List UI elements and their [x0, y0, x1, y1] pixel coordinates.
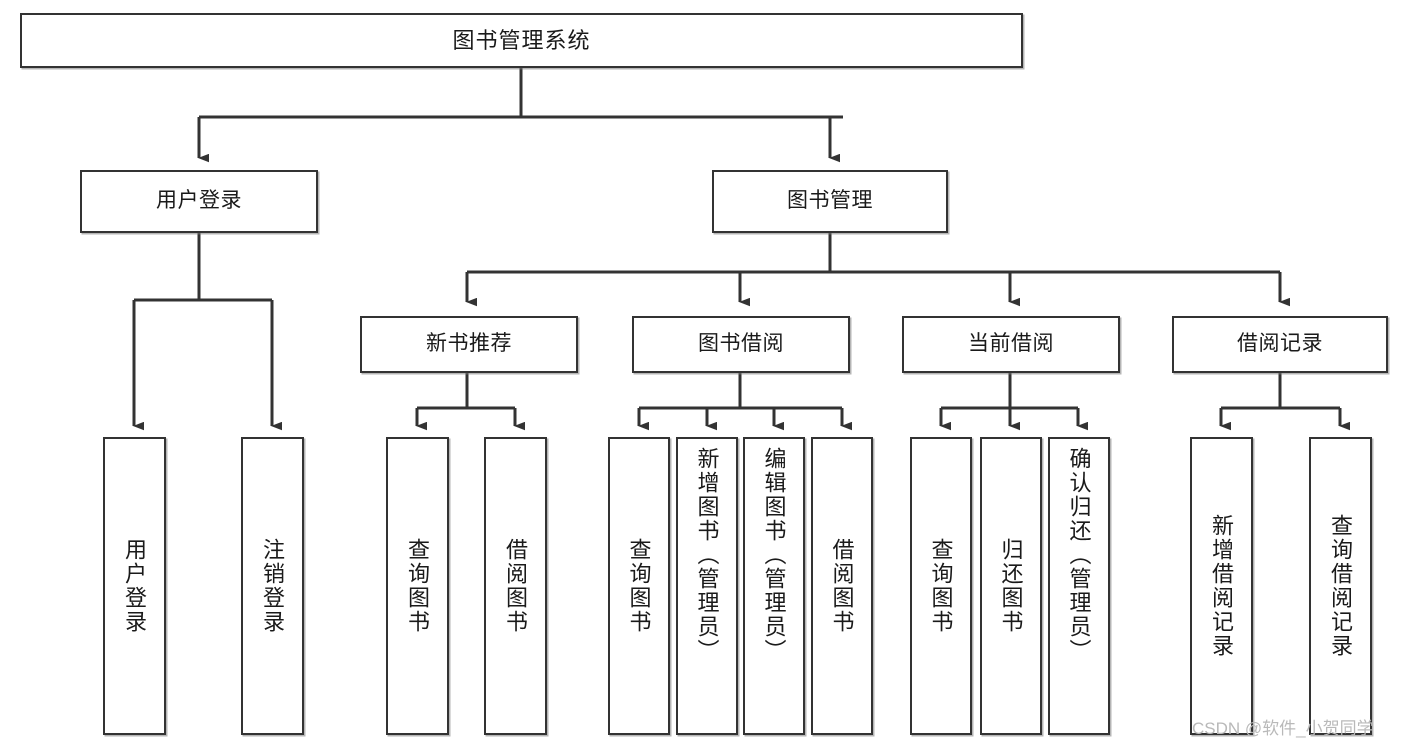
node-book-management[interactable]: 图书管理 — [712, 170, 948, 233]
node-label: 新增借阅记录 — [1209, 514, 1235, 658]
leaf-new-book-borrow[interactable]: 借阅图书 — [484, 437, 547, 735]
node-borrow-records[interactable]: 借阅记录 — [1172, 316, 1388, 373]
node-user-login[interactable]: 用户登录 — [80, 170, 318, 233]
node-book-borrow[interactable]: 图书借阅 — [632, 316, 850, 373]
node-label: 查询图书 — [928, 538, 954, 634]
node-label: 新书推荐 — [426, 332, 512, 356]
leaf-current-query-book[interactable]: 查询图书 — [910, 437, 972, 735]
node-label: 归还图书 — [998, 538, 1024, 634]
node-label: 注销登录 — [260, 538, 286, 634]
node-label: 用户登录 — [156, 189, 242, 213]
node-label: 借阅记录 — [1237, 332, 1323, 356]
node-label: 查询图书 — [626, 538, 652, 634]
node-current-borrow[interactable]: 当前借阅 — [902, 316, 1120, 373]
node-new-book-recommend[interactable]: 新书推荐 — [360, 316, 578, 373]
node-label: 图书借阅 — [698, 332, 784, 356]
leaf-borrow-add-book-admin[interactable]: 新增图书（管理员） — [676, 437, 738, 735]
node-label: 用户登录 — [122, 538, 148, 634]
leaf-current-return-book[interactable]: 归还图书 — [980, 437, 1042, 735]
node-label: 借阅图书 — [829, 538, 855, 634]
node-label: 编辑图书（管理员） — [761, 447, 787, 663]
leaf-current-confirm-return-admin[interactable]: 确认归还（管理员） — [1048, 437, 1110, 735]
node-label: 新增图书（管理员） — [694, 447, 720, 663]
node-label: 图书管理系统 — [452, 27, 591, 53]
node-label: 确认归还（管理员） — [1066, 447, 1092, 663]
leaf-record-query[interactable]: 查询借阅记录 — [1309, 437, 1372, 735]
leaf-borrow-borrow-book[interactable]: 借阅图书 — [811, 437, 873, 735]
leaf-borrow-query-book[interactable]: 查询图书 — [608, 437, 670, 735]
node-label: 查询借阅记录 — [1328, 514, 1354, 658]
csdn-watermark: CSDN @软件_小贺同学 — [1192, 719, 1374, 738]
leaf-logout[interactable]: 注销登录 — [241, 437, 304, 735]
leaf-user-login[interactable]: 用户登录 — [103, 437, 166, 735]
node-label: 查询图书 — [405, 538, 431, 634]
leaf-new-book-query[interactable]: 查询图书 — [386, 437, 449, 735]
node-label: 借阅图书 — [503, 538, 529, 634]
leaf-borrow-edit-book-admin[interactable]: 编辑图书（管理员） — [743, 437, 805, 735]
node-label: 图书管理 — [787, 189, 873, 213]
node-label: 当前借阅 — [968, 332, 1054, 356]
leaf-record-add[interactable]: 新增借阅记录 — [1190, 437, 1253, 735]
node-root-system[interactable]: 图书管理系统 — [20, 13, 1023, 68]
